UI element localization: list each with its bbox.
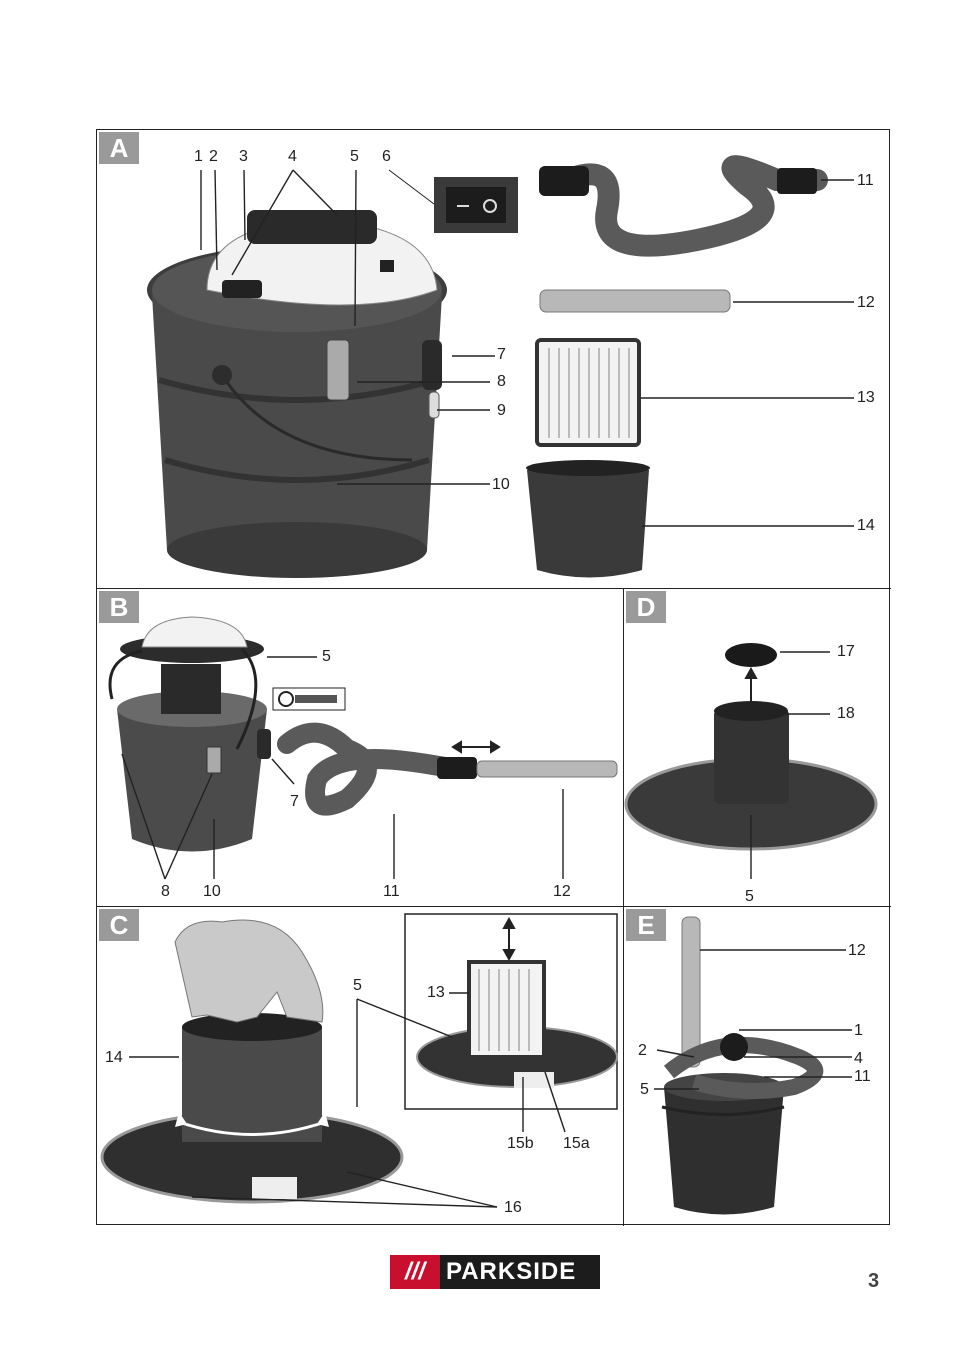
panel-letter-d: D	[626, 591, 666, 623]
parkside-logo: /// PARKSIDE	[390, 1255, 600, 1289]
label-c-16: 16	[504, 1199, 522, 1216]
label-c-13: 13	[427, 984, 445, 1001]
panel-b: B	[97, 589, 624, 907]
panel-d-illustration	[624, 643, 878, 879]
panel-d: D 17 18 5	[624, 589, 891, 907]
label-d-5: 5	[745, 888, 754, 905]
panel-letter-b: B	[99, 591, 139, 623]
logo-text: PARKSIDE	[446, 1258, 577, 1285]
label-c-15b: 15b	[507, 1135, 534, 1152]
label-e-1: 1	[854, 1022, 863, 1039]
label-e-11: 11	[854, 1068, 871, 1085]
label-b-7: 7	[290, 793, 299, 810]
label-a-8: 8	[497, 373, 506, 390]
label-a-11: 11	[857, 172, 874, 189]
panel-b-illustration	[108, 616, 618, 880]
panel-a-illustration	[147, 155, 854, 578]
panel-a: A	[97, 130, 891, 589]
label-e-4: 4	[854, 1050, 863, 1067]
label-a-3: 3	[239, 148, 248, 165]
label-d-18: 18	[837, 705, 855, 722]
page-number: 3	[868, 1270, 880, 1292]
label-b-11: 11	[383, 883, 400, 900]
label-a-5: 5	[350, 148, 359, 165]
label-c-14: 14	[105, 1049, 123, 1066]
label-e-5: 5	[640, 1081, 649, 1098]
panel-e-illustration	[654, 916, 852, 1215]
label-b-8: 8	[161, 883, 170, 900]
label-a-10: 10	[492, 476, 510, 493]
panel-c-illustration	[100, 913, 618, 1208]
figure-frame: A	[96, 129, 891, 1226]
panel-letter-a: A	[99, 132, 139, 164]
label-d-17: 17	[837, 643, 855, 660]
label-c-15a: 15a	[563, 1135, 590, 1152]
label-a-13: 13	[857, 389, 875, 406]
label-a-4: 4	[288, 148, 297, 165]
panel-letter-c: C	[99, 909, 139, 941]
label-e-2: 2	[638, 1042, 647, 1059]
label-a-9: 9	[497, 402, 506, 419]
label-a-14: 14	[857, 517, 875, 534]
panel-e: E 12 1 2 4 5 11	[624, 907, 891, 1226]
panel-c: C	[97, 907, 624, 1226]
label-b-5: 5	[322, 648, 331, 665]
label-a-7: 7	[497, 346, 506, 363]
double-arrow-icon	[451, 740, 501, 754]
label-a-12: 12	[857, 294, 875, 311]
label-a-2: 2	[209, 148, 218, 165]
label-b-12: 12	[553, 883, 571, 900]
panel-letter-e: E	[626, 909, 666, 941]
label-b-10: 10	[203, 883, 221, 900]
logo-slashes: ///	[390, 1255, 440, 1289]
label-c-5: 5	[353, 977, 362, 994]
label-a-1: 1	[194, 148, 203, 165]
label-a-6: 6	[382, 148, 391, 165]
label-e-12: 12	[848, 942, 866, 959]
